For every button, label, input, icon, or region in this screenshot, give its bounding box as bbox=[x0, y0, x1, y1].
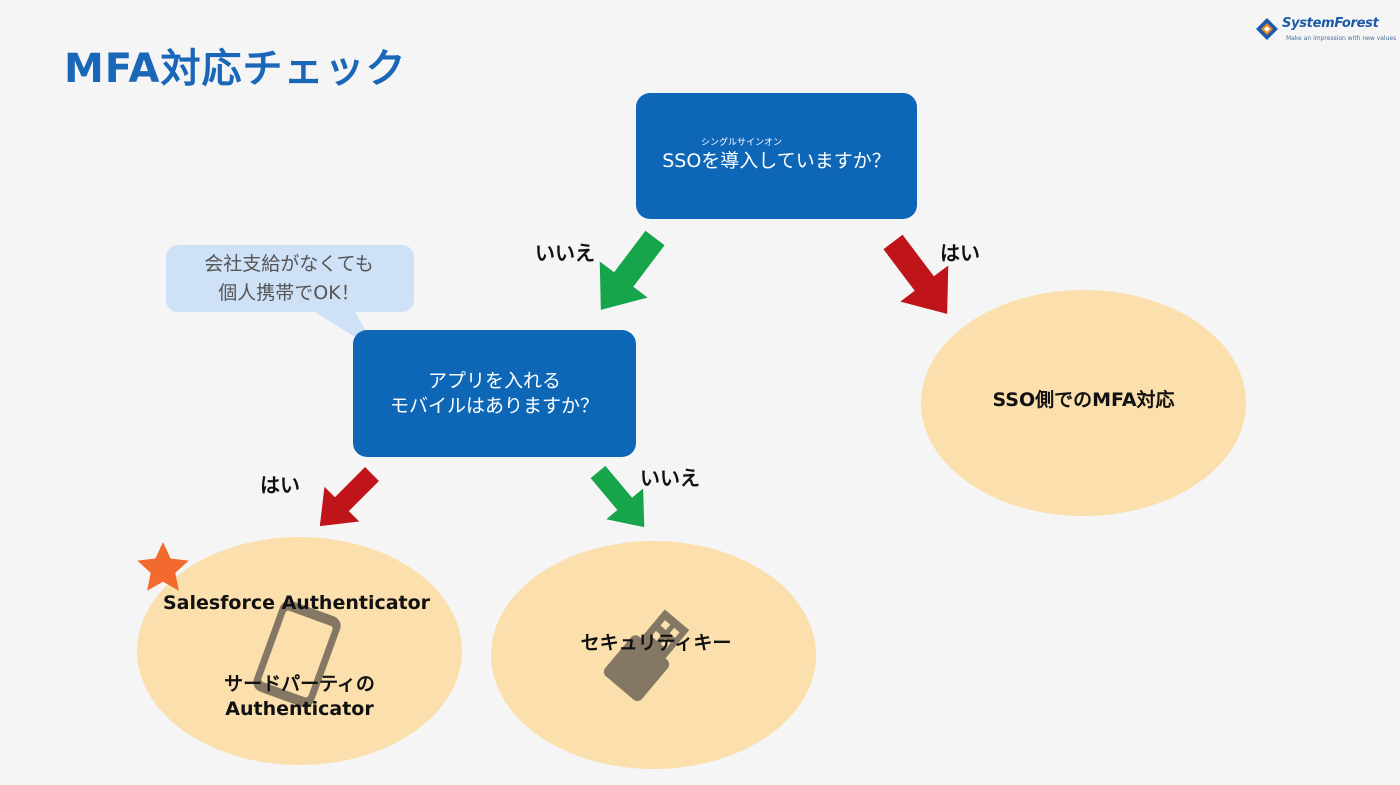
question-sso-box: シングルサインオン SSOを導入していますか？ bbox=[636, 93, 917, 219]
edge-label-q2-yes: はい bbox=[260, 473, 300, 497]
logo-brand-text: SystemForest bbox=[1282, 16, 1379, 31]
callout-line-1: 会社支給がなくても bbox=[204, 253, 374, 275]
edge-label-q1-yes: はい bbox=[940, 241, 980, 265]
edge-label-q1-no: いいえ bbox=[535, 241, 595, 265]
question-sso-text: SSOを導入していますか？ bbox=[662, 150, 891, 172]
result-app-line-3: Authenticator bbox=[225, 698, 374, 720]
result-sso-ellipse bbox=[921, 290, 1246, 516]
result-app-line-1: Salesforce Authenticator bbox=[162, 592, 431, 614]
result-app-line-2: サードパーティの bbox=[224, 673, 375, 695]
callout-text: 会社支給がなくても 個人携帯でOK！ bbox=[168, 250, 410, 308]
star-icon bbox=[137, 542, 189, 591]
page-title: MFA対応チェック bbox=[64, 46, 407, 92]
callout-line-2: 個人携帯でOK！ bbox=[218, 282, 360, 304]
question-mobile-box: アプリを入れる モバイルはありますか？ bbox=[353, 330, 636, 457]
sso-ruby: シングルサインオン bbox=[700, 138, 782, 148]
arrow-q2-yes bbox=[302, 456, 390, 544]
result-sso-text: SSO側でのMFA対応 bbox=[992, 389, 1175, 411]
logo-tagline: Make an impression with new values bbox=[1286, 35, 1397, 42]
edge-label-q2-no: いいえ bbox=[640, 466, 700, 490]
question-mobile-line-2: モバイルはありますか？ bbox=[389, 394, 599, 417]
smartphone-icon bbox=[253, 600, 341, 708]
company-logo: SystemForest Make an impression with new… bbox=[1256, 14, 1396, 48]
result-key-text: セキュリティキー bbox=[580, 632, 732, 654]
question-mobile-line-1: アプリを入れる bbox=[427, 369, 561, 392]
security-key-icon bbox=[603, 609, 690, 701]
logo-mark-icon bbox=[1256, 18, 1278, 40]
